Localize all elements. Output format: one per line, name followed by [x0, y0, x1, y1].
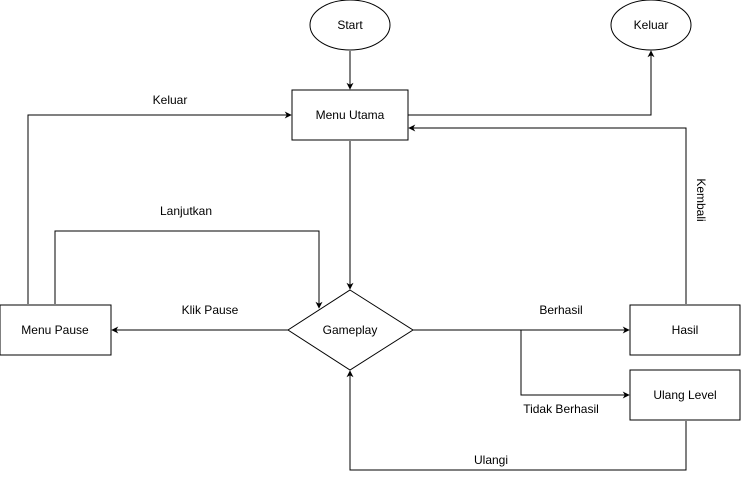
- result-node-label: Hasil: [672, 323, 699, 337]
- retry-level-node[interactable]: Ulang Level: [629, 369, 741, 421]
- pause-menu-node[interactable]: Menu Pause: [0, 304, 112, 356]
- edge-label-success: Berhasil: [539, 303, 582, 317]
- exit-node[interactable]: Keluar: [610, 0, 692, 51]
- result-node[interactable]: Hasil: [629, 304, 741, 356]
- start-node[interactable]: Start: [309, 0, 391, 51]
- edge-label-click-pause: Klik Pause: [182, 303, 239, 317]
- edge-main-menu-to-exit: [408, 50, 655, 116]
- edge-label-exit: Keluar: [153, 93, 188, 107]
- gameplay-node-label: Gameplay: [323, 323, 378, 337]
- retry-level-node-label: Ulang Level: [653, 388, 716, 402]
- edges: [27, 50, 687, 471]
- edge-retry-level-to-gameplay: [346, 370, 687, 471]
- edge-pause-continue-to-gameplay: [54, 230, 323, 309]
- edge-label-fail: Tidak Berhasil: [523, 402, 599, 416]
- edge-label-continue: Lanjutkan: [160, 204, 212, 218]
- main-menu-node[interactable]: Menu Utama: [291, 89, 409, 141]
- gameplay-node[interactable]: Gameplay: [287, 289, 414, 371]
- pause-menu-node-label: Menu Pause: [21, 323, 89, 337]
- main-menu-node-label: Menu Utama: [316, 108, 385, 122]
- start-node-label: Start: [337, 18, 363, 32]
- edge-gameplay-to-retry-level: [520, 330, 630, 399]
- edge-pause-to-main-menu: [27, 111, 292, 304]
- exit-node-label: Keluar: [634, 18, 669, 32]
- edge-label-back: Kembali: [694, 178, 708, 221]
- edge-label-retry: Ulangi: [474, 453, 508, 467]
- edge-result-to-main-menu: [408, 124, 687, 304]
